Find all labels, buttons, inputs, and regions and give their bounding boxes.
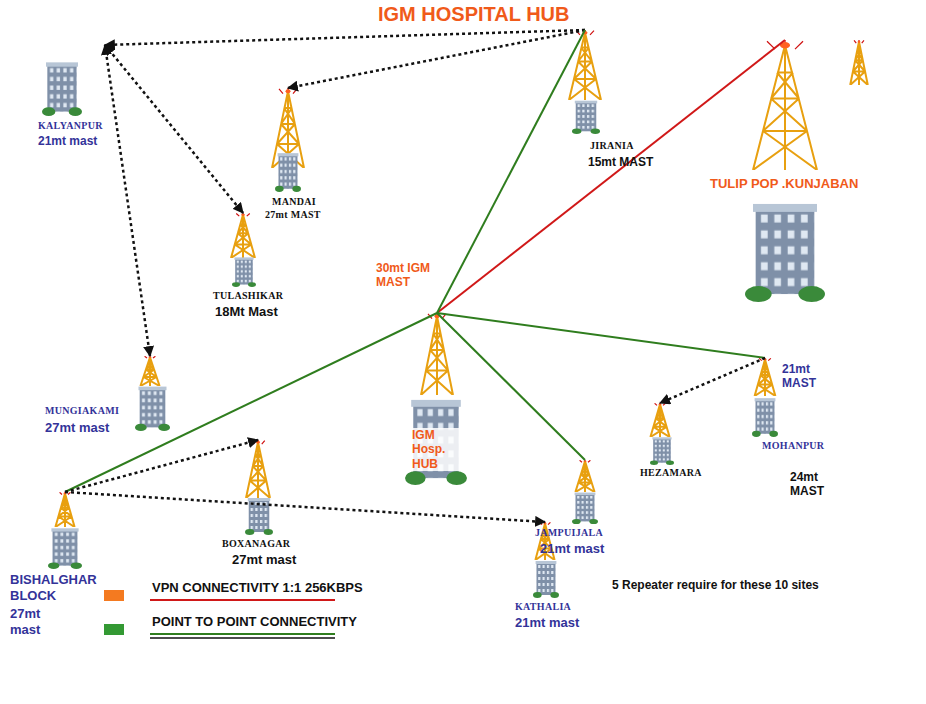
repeater-link — [288, 30, 585, 88]
site-name: 21mt MAST — [782, 362, 827, 391]
site-node: TULASHIKAR 18Mt Mast — [208, 213, 295, 322]
site-detail: 18Mt Mast — [215, 304, 278, 320]
site-detail: 15mt MAST — [588, 155, 653, 169]
site-name: JIRANIA — [590, 140, 634, 152]
site-node: 30mt IGM MASTIGM Hosp. HUB — [400, 313, 475, 486]
site-name: BOXANAGAR — [222, 538, 290, 550]
legend-text: POINT TO POINT CONNECTIVITY — [152, 614, 357, 630]
repeater-link — [65, 492, 545, 522]
site-name: KATHALIA — [515, 601, 571, 613]
site-name: MANDAI — [272, 196, 316, 208]
site-detail: 27mt mast — [45, 420, 109, 436]
repeater-link — [105, 45, 150, 356]
site-node: TULIP POP .KUNJABAN — [700, 40, 880, 302]
site-node: MUNGIAKAMI 27mt mast — [40, 356, 180, 440]
point-to-point-link — [65, 313, 437, 492]
site-detail: IGM Hosp. HUB — [410, 428, 472, 471]
note-label: 24mt MAST — [790, 470, 835, 499]
site-node: BOXANAGAR 27mt mast — [215, 440, 305, 570]
site-name: JAMPUIJALA — [535, 527, 603, 539]
site-node: JIRANIA 15mt MAST — [560, 30, 670, 172]
site-detail: 27mt MAST — [265, 209, 321, 221]
site-node: HEZAMARA — [636, 403, 705, 482]
site-name: TULIP POP .KUNJABAN — [708, 176, 860, 192]
site-detail: 27mt mast — [10, 606, 56, 637]
repeater-link — [105, 30, 585, 45]
site-node: BISHALGHAR BLOCK27mt mast — [8, 492, 102, 640]
site-node: KALYANPUR 21mt mast — [35, 45, 112, 150]
site-node: JAMPUIJALA 21mt mast — [530, 460, 620, 558]
site-name: 30mt IGM MAST — [376, 261, 438, 290]
site-detail: 21mt mast — [540, 541, 604, 557]
diagram-title: IGM HOSPITAL HUB — [378, 2, 569, 26]
note-label: 5 Repeater require for these 10 sites — [612, 578, 819, 592]
site-name: TULASHIKAR — [213, 290, 283, 302]
site-name: MUNGIAKAMI — [45, 405, 119, 417]
site-name: KALYANPUR — [38, 120, 103, 132]
site-name: BISHALGHAR BLOCK — [10, 572, 102, 603]
site-detail: 21mt mast — [38, 134, 97, 148]
legend-text: VPN CONNECTIVITY 1:1 256KBPS — [152, 580, 363, 596]
legend-swatch — [104, 624, 124, 635]
site-node: KATHALIA 21mt mast — [508, 522, 595, 633]
repeater-link — [660, 358, 765, 403]
site-detail: MOHANPUR — [762, 440, 824, 452]
site-name: HEZAMARA — [640, 467, 702, 479]
site-node: 21mt MAST MOHANPUR — [748, 358, 835, 455]
repeater-link — [65, 440, 258, 492]
legend-swatch — [104, 590, 124, 601]
point-to-point-link — [437, 30, 585, 313]
site-node: MANDAI27mt MAST — [260, 88, 345, 225]
site-detail: 21mt mast — [515, 615, 579, 631]
site-detail: 27mt mast — [232, 552, 296, 568]
point-to-point-link — [437, 313, 765, 358]
